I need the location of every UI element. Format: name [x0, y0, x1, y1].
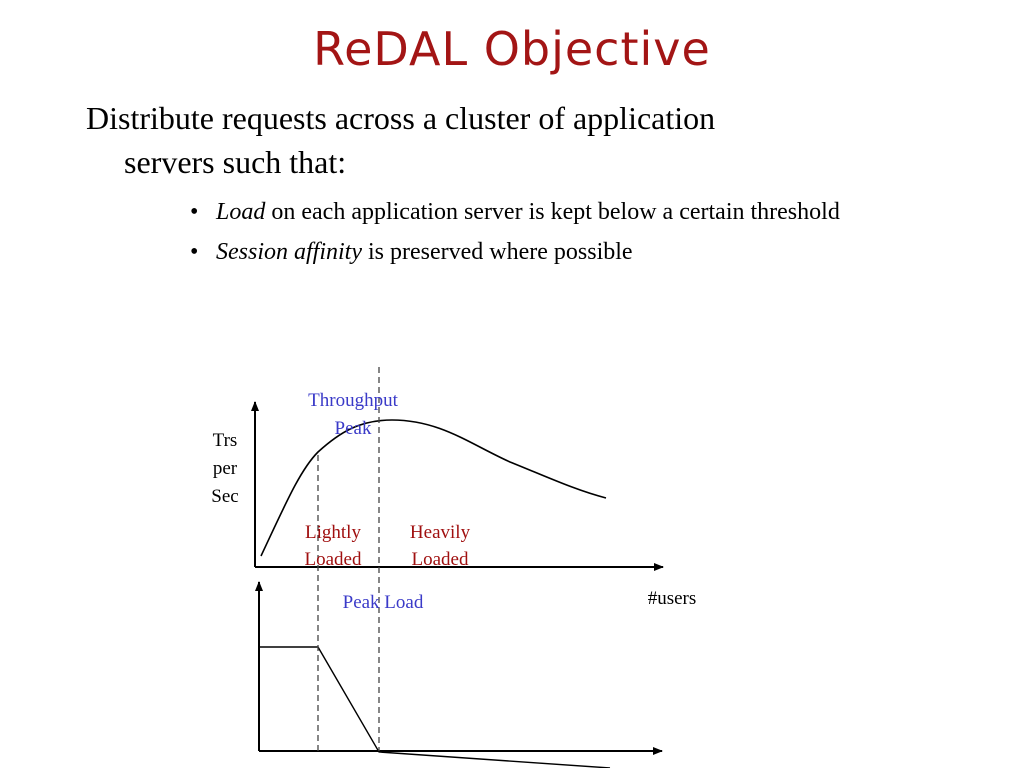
intro-line-1: Distribute requests across a cluster of …: [86, 100, 716, 136]
heavily-loaded-label-line-1: Heavily: [410, 522, 471, 543]
lower-curve: [259, 646, 611, 768]
y-axis-label-line-2: per: [213, 458, 238, 479]
lightly-loaded-label-line-1: Lightly: [305, 522, 361, 543]
y-axis-label-line-1: Trs: [213, 430, 238, 451]
slide-title: ReDAL Objective: [313, 22, 711, 76]
heavily-loaded-label-line-2: Loaded: [412, 549, 469, 570]
throughput-curve: [260, 419, 607, 557]
bullet-term: Load: [216, 199, 266, 225]
bullet-item-session-affinity: • Session affinity is preserved where pos…: [190, 236, 840, 276]
bullet-term: Session affinity: [216, 239, 362, 265]
peak-load-label: Peak Load: [343, 592, 424, 613]
intro-text: Distribute requests across a cluster of …: [86, 96, 948, 184]
y-axis-label-line-3: Sec: [211, 486, 238, 507]
bullet-list: • Load on each application server is kept…: [190, 196, 840, 276]
bullet-text: is preserved where possible: [362, 239, 633, 265]
bullet-item-load: • Load on each application server is kept…: [190, 196, 840, 236]
bullet-text: on each application server is kept below…: [265, 199, 840, 225]
intro-line-2: servers such that:: [124, 144, 347, 180]
throughput-peak-label-line-1: Throughput: [308, 390, 398, 411]
bullet-icon: •: [190, 239, 199, 265]
throughput-peak-label-line-2: Peak: [335, 418, 372, 439]
x-axis-label: #users: [648, 588, 697, 609]
bullet-icon: •: [190, 199, 199, 225]
lightly-loaded-label-line-2: Loaded: [305, 549, 362, 570]
